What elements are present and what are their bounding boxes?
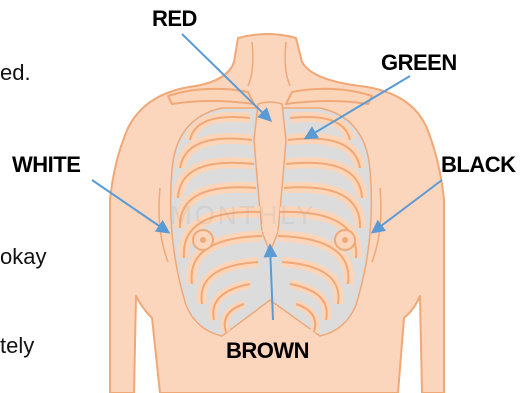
label-green: GREEN bbox=[381, 50, 457, 76]
watermark: MONTHLY bbox=[170, 200, 316, 231]
label-brown: BROWN bbox=[226, 338, 309, 364]
nipple-left bbox=[193, 230, 213, 250]
nipple-right bbox=[335, 230, 355, 250]
label-red: RED bbox=[152, 6, 197, 32]
label-black: BLACK bbox=[441, 152, 516, 178]
label-white: WHITE bbox=[12, 152, 80, 178]
